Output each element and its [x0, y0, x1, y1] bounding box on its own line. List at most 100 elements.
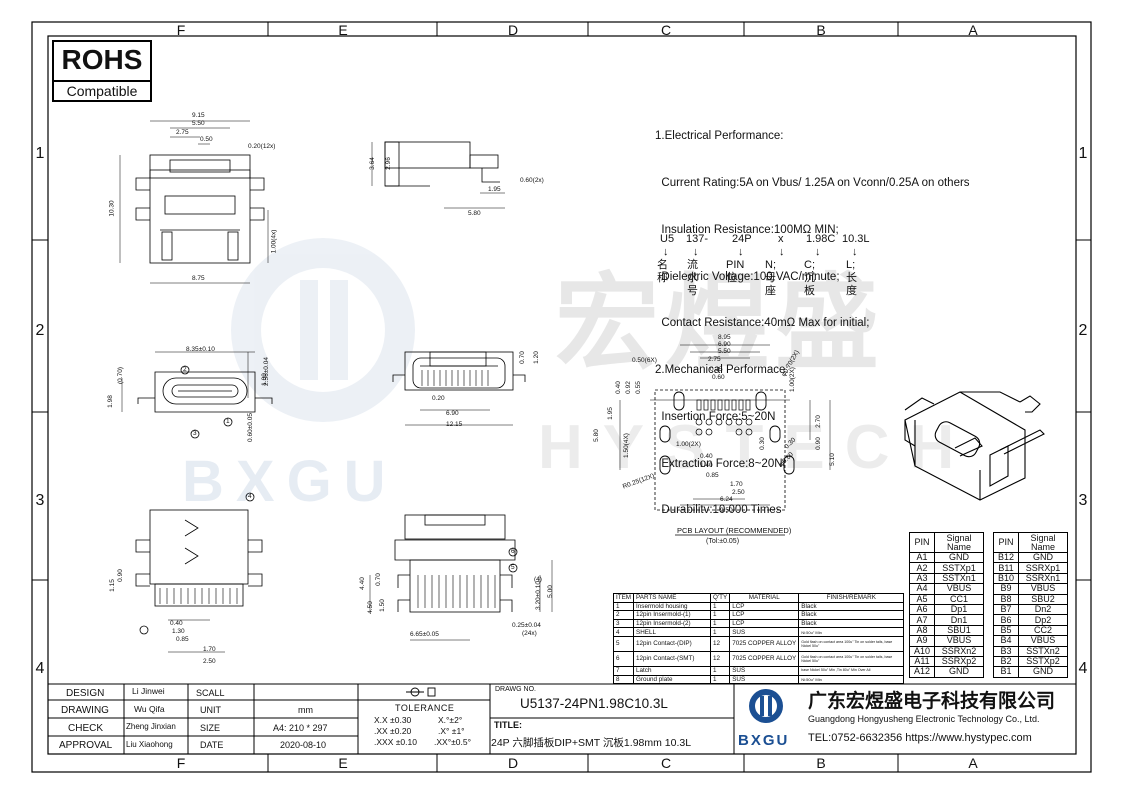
pin-cell: B7 [993, 603, 1019, 616]
bom-cell: SHELL [633, 627, 712, 637]
zone-col-bottom-1: F [176, 755, 186, 771]
tb-role-drawing: DRAWING [61, 705, 109, 716]
bom-cell: SUS [729, 665, 800, 676]
pin-header: Signal Name [1018, 532, 1068, 553]
zone-col-top-2: E [338, 22, 348, 38]
pin-header-row: PIN Signal Name PIN Signal Name [909, 532, 1068, 553]
dim-label: 0.40 [700, 453, 713, 460]
tb-field-unit: UNIT [200, 705, 221, 715]
dim-label: 1.00 [260, 373, 268, 386]
dim-label: 4.40 [358, 577, 366, 590]
pin-cell: B6 [993, 614, 1019, 626]
title-label: TITLE: [494, 720, 522, 730]
company-logo-text: BXGU [738, 732, 790, 749]
pin-cell: SSRXn2 [934, 645, 984, 657]
zone-col-bottom-6: A [968, 755, 978, 771]
dim-label: 2.50 [203, 658, 216, 665]
dim-label: 1.00(4x) [270, 229, 278, 254]
bom-cell: 3 [612, 618, 635, 629]
pin-cell: B10 [993, 572, 1019, 585]
bom-header: ITEM [612, 593, 635, 603]
dim-label: 5.80 [592, 429, 600, 442]
bom-cell: 6 [612, 650, 635, 667]
dim-label: 5.50 [192, 120, 205, 127]
pin-cell: A5 [909, 593, 935, 605]
arrow-icon: ↓ [693, 246, 699, 258]
bom-cell: Black [798, 618, 905, 629]
pin-cell: B12 [993, 551, 1019, 564]
zone-row-right-4: 4 [1078, 660, 1088, 677]
dim-label: 0.90 [814, 437, 822, 450]
dim-label: 1.50 [378, 599, 386, 612]
bom-cell: LCP [729, 610, 800, 620]
pin-cell: Dp1 [934, 603, 984, 616]
pin-cell: B4 [993, 635, 1019, 647]
dim-label: 0.30 [758, 437, 766, 450]
pin-cell: A2 [909, 562, 935, 574]
dim-label: 0.92 [624, 381, 632, 394]
zone-row-left-3: 3 [35, 492, 45, 509]
pin-cell: A9 [909, 635, 935, 647]
tb-value-unit: mm [298, 705, 313, 715]
zone-row-left-1: 1 [35, 145, 45, 162]
bom-cell: 1 [612, 601, 635, 612]
pin-cell: SBU2 [1018, 593, 1068, 605]
dim-label: 1.00(2X) [676, 441, 701, 448]
rohs-subtitle: Compatible [54, 80, 150, 99]
zone-col-top-6: A [968, 22, 978, 38]
tb-name-check: Zheng Jinxian [126, 722, 176, 731]
zone-row-right-1: 1 [1078, 145, 1088, 162]
dim-label: 1.00(2X) [788, 367, 796, 392]
pin-cell: B3 [993, 645, 1019, 657]
code-serial: 137- [686, 233, 709, 245]
bom-cell: 5 [612, 635, 635, 652]
dim-label: 0.40 [170, 620, 183, 627]
zone-col-bottom-2: E [338, 755, 348, 771]
zone-col-bottom-5: B [816, 755, 826, 771]
pin-cell: A10 [909, 645, 935, 657]
bom-cell: LCP [729, 601, 800, 612]
code-sink: 1.98C [806, 233, 836, 245]
pin-cell: A8 [909, 624, 935, 637]
zone-row-left-2: 2 [35, 322, 45, 339]
spec-line: Insertion Force:5~20N [655, 410, 776, 423]
dim-label: 8.35±0.10 [186, 346, 215, 353]
watermark-chinese: 宏煜盛 [555, 266, 886, 382]
drawing-no-label: DRAWG NO. [495, 686, 536, 693]
pin-cell: A12 [909, 666, 935, 678]
meaning-pins: PIN位 [726, 259, 745, 284]
dim-label: 1.30 [172, 628, 185, 635]
bom-cell: 12pin Contact-(SMT) [633, 650, 712, 667]
bom-cell: 12pin Insermold-(2) [633, 618, 712, 629]
watermark-logo-text: BXGU [182, 449, 398, 514]
pin-cell: VBUS [1018, 583, 1068, 595]
dim-label: 0.55 [634, 381, 642, 394]
code-gender: x [778, 233, 784, 245]
bom-cell: Gold flash on contact area 100u" Tin on … [798, 650, 905, 667]
bom-cell: 1 [710, 674, 731, 685]
zone-col-bottom-4: C [660, 755, 672, 771]
pin-cell: GND [934, 551, 984, 564]
tb-role-design: DESIGN [66, 688, 105, 699]
pcb-caption: PCB LAYOUT (RECOMMENDED) [677, 526, 792, 535]
pin-cell: VBUS [1018, 635, 1068, 647]
pin-cell: SSTXp2 [1018, 655, 1068, 668]
bom-cell: 1 [710, 627, 731, 637]
meaning-sink: C;沉板 [804, 259, 815, 297]
dim-label: 6.65±0.05 [410, 631, 439, 638]
company-name-cn: 广东宏煜盛电子科技有限公司 [808, 691, 1056, 712]
dim-label: 2.50 [732, 489, 745, 496]
dim-label: 1.98 [106, 395, 114, 408]
drawing-number: U5137-24PN1.98C10.3L [520, 696, 668, 711]
